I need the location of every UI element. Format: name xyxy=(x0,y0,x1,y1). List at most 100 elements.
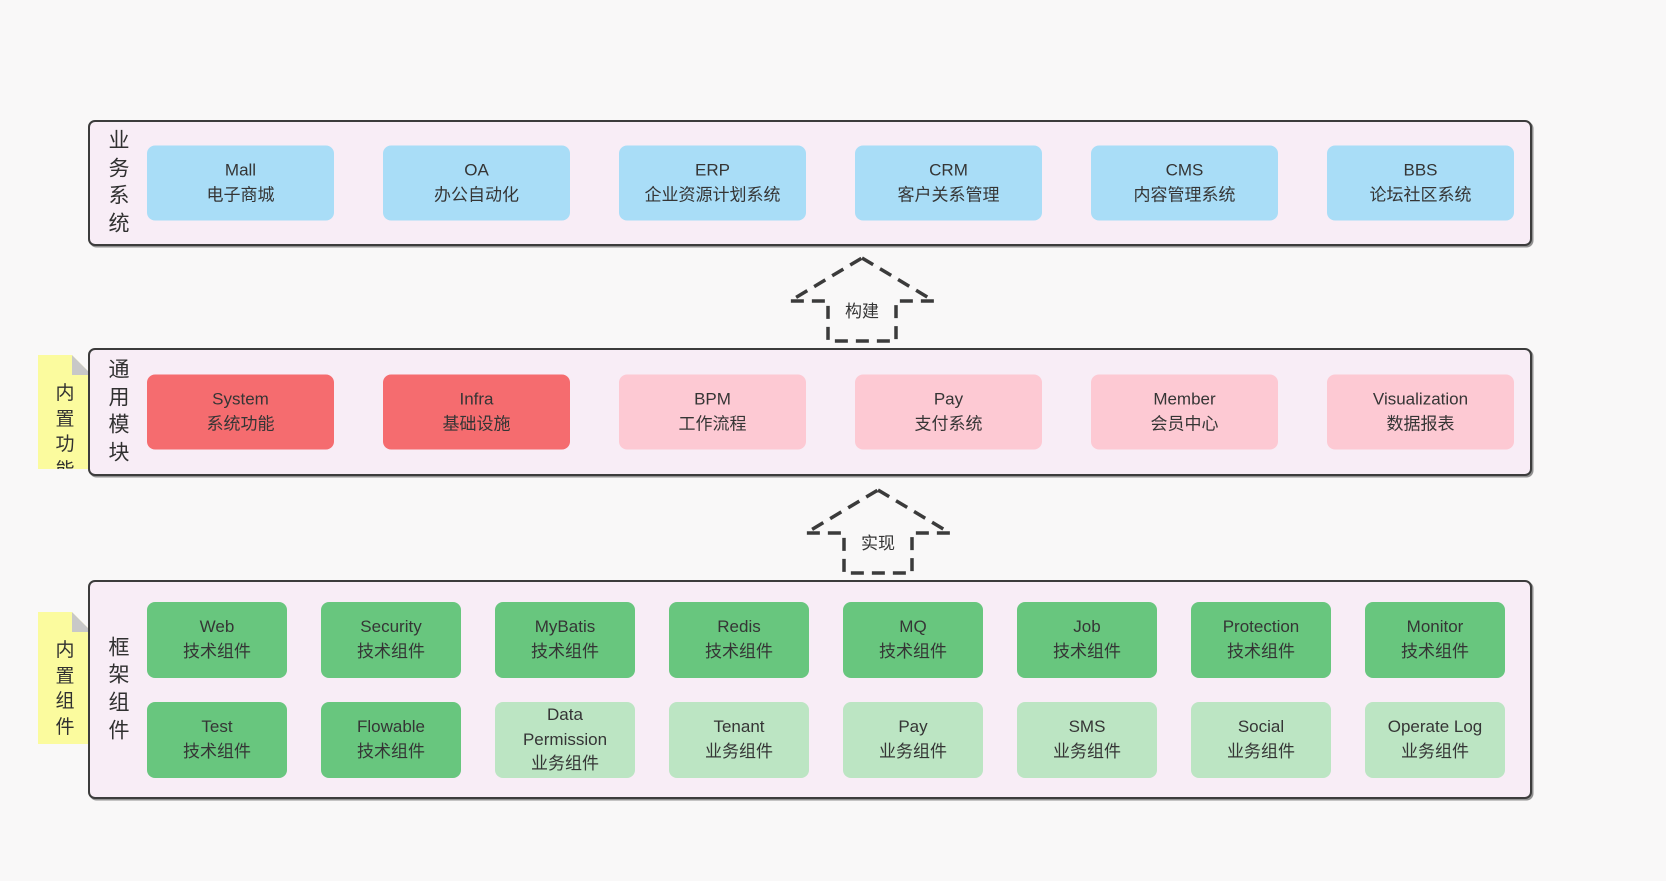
box-erp: ERP 企业资源计划系统 xyxy=(619,145,806,221)
box-subtitle: 支付系统 xyxy=(914,414,983,433)
box-title: Flowable xyxy=(356,717,426,737)
box-title: Monitor xyxy=(1406,617,1464,637)
layer-title: 框架组件 xyxy=(108,636,130,743)
box-cms: CMS 内容管理系统 xyxy=(1091,145,1278,221)
layer-framework-components: 框架组件 Web 技术组件 Security 技术组件 MyBatis 技术组件… xyxy=(88,580,1532,799)
box-sms: SMS 业务组件 xyxy=(1017,702,1157,778)
box-subtitle: 企业资源计划系统 xyxy=(644,185,781,204)
box-subtitle: 技术组件 xyxy=(879,642,947,661)
box-subtitle: 业务组件 xyxy=(1227,742,1295,761)
common-modules-row: System 系统功能 Infra 基础设施 BPM 工作流程 Pay 支付系统… xyxy=(147,374,1514,450)
box-title: Data Permission xyxy=(522,705,608,749)
box-mall: Mall 电子商城 xyxy=(147,145,334,221)
box-subtitle: 业务组件 xyxy=(531,754,599,774)
box-bbs: BBS 论坛社区系统 xyxy=(1327,145,1514,221)
layer-business-systems: 业务系统 Mall 电子商城 OA 办公自动化 ERP 企业资源计划系统 CRM… xyxy=(88,120,1532,246)
box-subtitle: 技术组件 xyxy=(1401,642,1469,661)
box-title: MyBatis xyxy=(534,617,596,637)
box-subtitle: 技术组件 xyxy=(183,742,251,761)
box-subtitle: 办公自动化 xyxy=(434,185,519,204)
box-job: Job 技术组件 xyxy=(1017,602,1157,678)
box-subtitle: 电子商城 xyxy=(206,185,275,204)
box-data-permission: Data Permission 业务组件 xyxy=(495,702,635,778)
box-subtitle: 技术组件 xyxy=(705,642,773,661)
arrow-build: 构建 xyxy=(774,253,950,345)
box-subtitle: 业务组件 xyxy=(879,742,947,761)
box-visualization: Visualization 数据报表 xyxy=(1327,374,1514,450)
box-crm: CRM 客户关系管理 xyxy=(855,145,1042,221)
box-subtitle: 业务组件 xyxy=(705,742,773,761)
box-subtitle: 论坛社区系统 xyxy=(1369,185,1472,204)
box-title: Test xyxy=(201,717,233,737)
box-title: Social xyxy=(1237,717,1285,737)
box-mybatis: MyBatis 技术组件 xyxy=(495,602,635,678)
box-bpm: BPM 工作流程 xyxy=(619,374,806,450)
business-systems-row: Mall 电子商城 OA 办公自动化 ERP 企业资源计划系统 CRM 客户关系… xyxy=(147,145,1514,221)
box-flowable: Flowable 技术组件 xyxy=(321,702,461,778)
box-subtitle: 基础设施 xyxy=(442,414,511,433)
box-subtitle: 系统功能 xyxy=(206,414,275,433)
framework-components-grid: Web 技术组件 Security 技术组件 MyBatis 技术组件 Redi… xyxy=(147,602,1505,778)
box-title: Visualization xyxy=(1372,389,1469,409)
box-title: Web xyxy=(199,617,235,637)
box-subtitle: 技术组件 xyxy=(1227,642,1295,661)
box-title: Member xyxy=(1153,389,1216,409)
note-label: 内置功能 xyxy=(55,383,75,481)
box-web: Web 技术组件 xyxy=(147,602,287,678)
box-title: Operate Log xyxy=(1387,717,1483,737)
layer-title: 业务系统 xyxy=(108,129,130,236)
box-pay-component: Pay 业务组件 xyxy=(843,702,983,778)
box-subtitle: 业务组件 xyxy=(1401,742,1469,761)
box-subtitle: 内容管理系统 xyxy=(1133,185,1236,204)
box-title: CMS xyxy=(1165,160,1204,180)
box-title: Security xyxy=(360,617,422,637)
arrow-label: 构建 xyxy=(842,297,882,322)
box-subtitle: 工作流程 xyxy=(678,414,747,433)
box-tenant: Tenant 业务组件 xyxy=(669,702,809,778)
box-system: System 系统功能 xyxy=(147,374,334,450)
box-title: MQ xyxy=(899,617,927,637)
box-title: Mall xyxy=(224,160,257,180)
arrow-label: 实现 xyxy=(858,529,898,554)
note-label: 内置组件 xyxy=(55,640,75,738)
box-social: Social 业务组件 xyxy=(1191,702,1331,778)
box-title: SMS xyxy=(1068,717,1106,737)
box-pay-system: Pay 支付系统 xyxy=(855,374,1042,450)
box-subtitle: 业务组件 xyxy=(1053,742,1121,761)
box-title: System xyxy=(212,389,269,409)
box-member: Member 会员中心 xyxy=(1091,374,1278,450)
box-operate-log: Operate Log 业务组件 xyxy=(1365,702,1505,778)
box-mq: MQ 技术组件 xyxy=(843,602,983,678)
box-title: Infra xyxy=(459,389,494,409)
box-title: Tenant xyxy=(713,717,765,737)
box-title: BBS xyxy=(1403,160,1438,180)
box-subtitle: 技术组件 xyxy=(1053,642,1121,661)
box-subtitle: 会员中心 xyxy=(1150,414,1219,433)
box-title: OA xyxy=(464,160,489,180)
box-subtitle: 数据报表 xyxy=(1386,414,1455,433)
box-subtitle: 技术组件 xyxy=(357,642,425,661)
box-title: CRM xyxy=(929,160,968,180)
dashed-up-arrow-icon xyxy=(783,255,941,343)
sticky-note-built-in-functions: 内置功能 xyxy=(38,355,92,469)
layer-common-modules: 通用模块 System 系统功能 Infra 基础设施 BPM 工作流程 Pay… xyxy=(88,348,1532,476)
box-security: Security 技术组件 xyxy=(321,602,461,678)
box-subtitle: 技术组件 xyxy=(357,742,425,761)
box-title: ERP xyxy=(695,160,730,180)
box-test: Test 技术组件 xyxy=(147,702,287,778)
box-title: BPM xyxy=(694,389,731,409)
layer-title: 通用模块 xyxy=(108,358,130,465)
arrow-implement: 实现 xyxy=(790,485,966,577)
box-protection: Protection 技术组件 xyxy=(1191,602,1331,678)
box-redis: Redis 技术组件 xyxy=(669,602,809,678)
box-title: Pay xyxy=(933,389,964,409)
dashed-up-arrow-icon xyxy=(799,487,957,575)
box-infra: Infra 基础设施 xyxy=(383,374,570,450)
box-title: Protection xyxy=(1222,617,1300,637)
box-subtitle: 技术组件 xyxy=(531,642,599,661)
box-title: Redis xyxy=(717,617,761,637)
box-subtitle: 客户关系管理 xyxy=(897,185,1000,204)
sticky-note-built-in-components: 内置组件 xyxy=(38,612,92,744)
box-title: Job xyxy=(1073,617,1101,637)
